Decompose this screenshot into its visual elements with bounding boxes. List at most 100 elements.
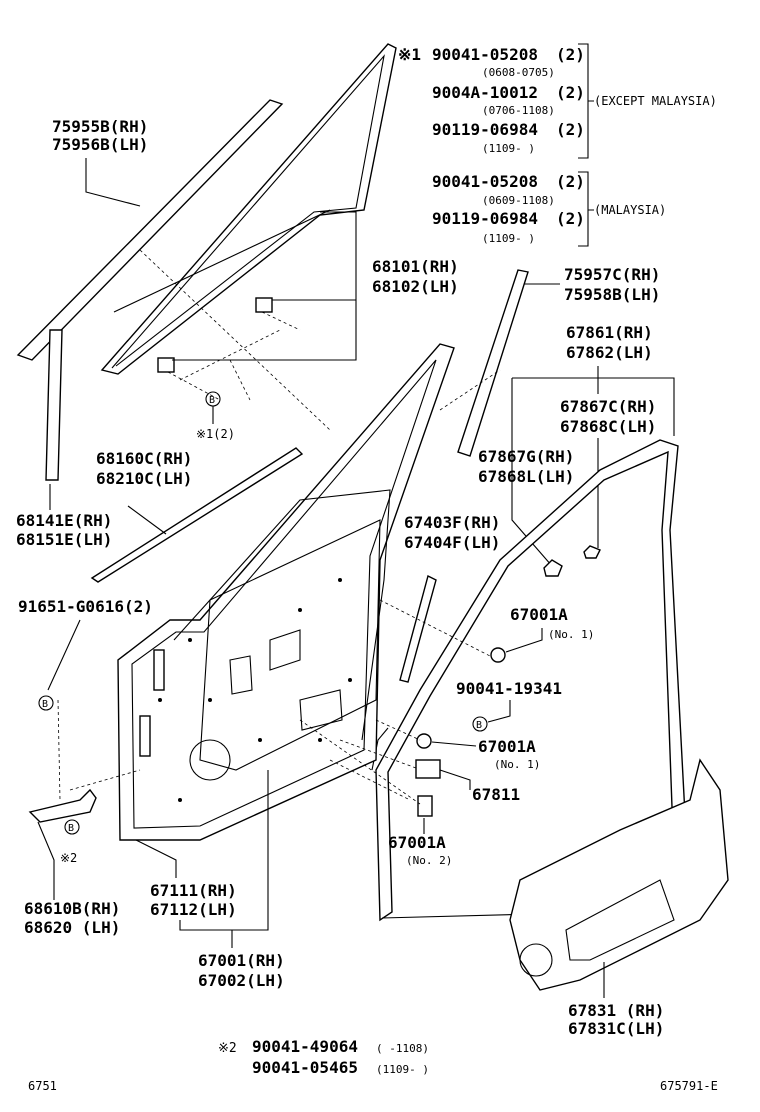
door-inner-edge bbox=[131, 359, 437, 829]
door-outer-panel bbox=[117, 343, 455, 841]
hole-cover-window bbox=[565, 879, 675, 961]
glass-clip-upper bbox=[255, 297, 273, 313]
ref-qty-3: (2) bbox=[556, 120, 585, 139]
ref-part-3: 90119-06984 bbox=[432, 120, 538, 139]
clip-67001a-lower bbox=[416, 733, 432, 749]
leader-67001a-1 bbox=[505, 628, 543, 653]
ref-range-3: (1109- ) bbox=[482, 142, 535, 155]
label-67868l: 67868L(LH) bbox=[478, 467, 574, 486]
label-67831: 67831 (RH) bbox=[568, 1001, 664, 1020]
label-75955b: 75955B(RH) bbox=[52, 117, 148, 136]
label-67002: 67002(LH) bbox=[198, 971, 285, 990]
b-marker-right-letter: B bbox=[476, 720, 482, 731]
door-inner-frame bbox=[173, 489, 391, 741]
clip-67867g bbox=[543, 559, 563, 577]
bolt-hole-7 bbox=[318, 738, 322, 742]
leader-75955 bbox=[85, 158, 141, 207]
door-check-68610 bbox=[28, 788, 97, 823]
label-67867c: 67867C(RH) bbox=[560, 397, 656, 416]
label-67111: 67111(RH) bbox=[150, 881, 237, 900]
ref-range-1: (0608-0705) bbox=[482, 66, 555, 79]
label-67001a-3: 67001A bbox=[388, 833, 446, 852]
label-67811: 67811 bbox=[472, 785, 520, 804]
label-68610b: 68610B(RH) bbox=[24, 899, 120, 918]
label-67404f: 67404F(LH) bbox=[404, 533, 500, 552]
clip-67001a-upper bbox=[490, 647, 506, 663]
label-90041-19341: 90041-19341 bbox=[456, 679, 562, 698]
bolt-hole-3 bbox=[258, 738, 262, 742]
label-75956b: 75956B(LH) bbox=[52, 135, 148, 154]
label-68101: 68101(RH) bbox=[372, 257, 459, 276]
ref2-part-2: 90119-06984 bbox=[432, 209, 538, 228]
b-marker-check bbox=[64, 819, 80, 835]
bolt-hole-8 bbox=[178, 798, 182, 802]
bolt-hole-2 bbox=[208, 698, 212, 702]
label-67831c: 67831C(LH) bbox=[568, 1019, 664, 1038]
leader-68160 bbox=[127, 505, 167, 535]
glass-dash-lines bbox=[167, 311, 301, 401]
b-marker-top-letter: B bbox=[209, 395, 215, 406]
malaysia-label: (MALAYSIA) bbox=[594, 203, 666, 217]
footnote-part-2: 90041-05465 bbox=[252, 1058, 358, 1077]
footnote-range-2: (1109- ) bbox=[376, 1063, 429, 1076]
door-inner-cavity bbox=[199, 519, 381, 771]
label-68210c: 68210C(LH) bbox=[96, 469, 192, 488]
bolt-hole-9 bbox=[158, 698, 162, 702]
label-68141e: 68141E(RH) bbox=[16, 511, 112, 530]
ref2-qty-1: (2) bbox=[556, 172, 585, 191]
pad-67001a-no2 bbox=[417, 795, 433, 817]
outer-moulding-75955 bbox=[16, 99, 284, 361]
glass-clip-lower bbox=[157, 357, 175, 373]
label-67001a-2-note: (No. 1) bbox=[494, 758, 540, 771]
ref1-qty-note: ※1(2) bbox=[196, 427, 235, 441]
ref2-range-1: (0609-1108) bbox=[482, 194, 555, 207]
rear-channel-75957 bbox=[457, 269, 529, 457]
access-hole-3 bbox=[299, 689, 343, 731]
b-marker-check-letter: B bbox=[68, 823, 74, 834]
leader-67001 bbox=[179, 770, 269, 931]
ref2-part-1: 90041-05208 bbox=[432, 172, 538, 191]
door-panel-67001 bbox=[117, 343, 455, 841]
access-hole-2 bbox=[229, 655, 253, 695]
except-malaysia-bracket bbox=[578, 43, 594, 159]
reference-list: ※1 90041-05208 (2) (0608-0705) 9004A-100… bbox=[398, 43, 717, 247]
bolt-hole-1 bbox=[188, 638, 192, 642]
label-67001a-2: 67001A bbox=[478, 737, 536, 756]
b-marker-left bbox=[38, 695, 54, 711]
leader-68101 bbox=[172, 211, 357, 361]
label-75957c: 75957C(RH) bbox=[564, 265, 660, 284]
except-malaysia-label: (EXCEPT MALAYSIA) bbox=[594, 94, 717, 108]
footnote-mark: ※2 bbox=[218, 1041, 237, 1056]
label-75958b: 75958B(LH) bbox=[564, 285, 660, 304]
bolt-hole-6 bbox=[348, 678, 352, 682]
leader-67811 bbox=[439, 769, 471, 790]
label-67001: 67001(RH) bbox=[198, 951, 285, 970]
ref-mark-1: ※1 bbox=[398, 45, 421, 64]
leader-91651 bbox=[47, 619, 81, 691]
ref-range-2: (0706-1108) bbox=[482, 104, 555, 117]
page-code-right: 675791-E bbox=[660, 1079, 718, 1093]
hole-cover-67831 bbox=[509, 758, 729, 991]
bolt-hole-4 bbox=[298, 608, 302, 612]
seal-67403 bbox=[399, 574, 437, 683]
hinge-bracket-lower bbox=[139, 715, 151, 757]
footnote-part-1: 90041-49064 bbox=[252, 1037, 358, 1056]
ref2-range-2: (1109- ) bbox=[482, 232, 535, 245]
label-67862: 67862(LH) bbox=[566, 343, 653, 362]
projection-dash-top bbox=[439, 369, 501, 411]
ref-part-2: 9004A-10012 bbox=[432, 83, 538, 102]
hole-cover-speaker bbox=[519, 943, 553, 977]
page-code-left: 6751 bbox=[28, 1079, 57, 1093]
malaysia-bracket bbox=[578, 171, 594, 247]
label-91651: 91651-G0616(2) bbox=[18, 597, 153, 616]
ref-qty-1: (2) bbox=[556, 45, 585, 64]
leader-67861 bbox=[511, 366, 675, 567]
label-68620: 68620 (LH) bbox=[24, 918, 120, 937]
footnote-2: ※2 90041-49064 ( -1108) 90041-05465 (110… bbox=[218, 1037, 429, 1077]
bolt-hole-5 bbox=[338, 578, 342, 582]
label-67403f: 67403F(RH) bbox=[404, 513, 500, 532]
seal-pad-67811 bbox=[415, 759, 441, 779]
access-hole bbox=[269, 629, 301, 671]
glass-center-dash bbox=[139, 249, 331, 431]
